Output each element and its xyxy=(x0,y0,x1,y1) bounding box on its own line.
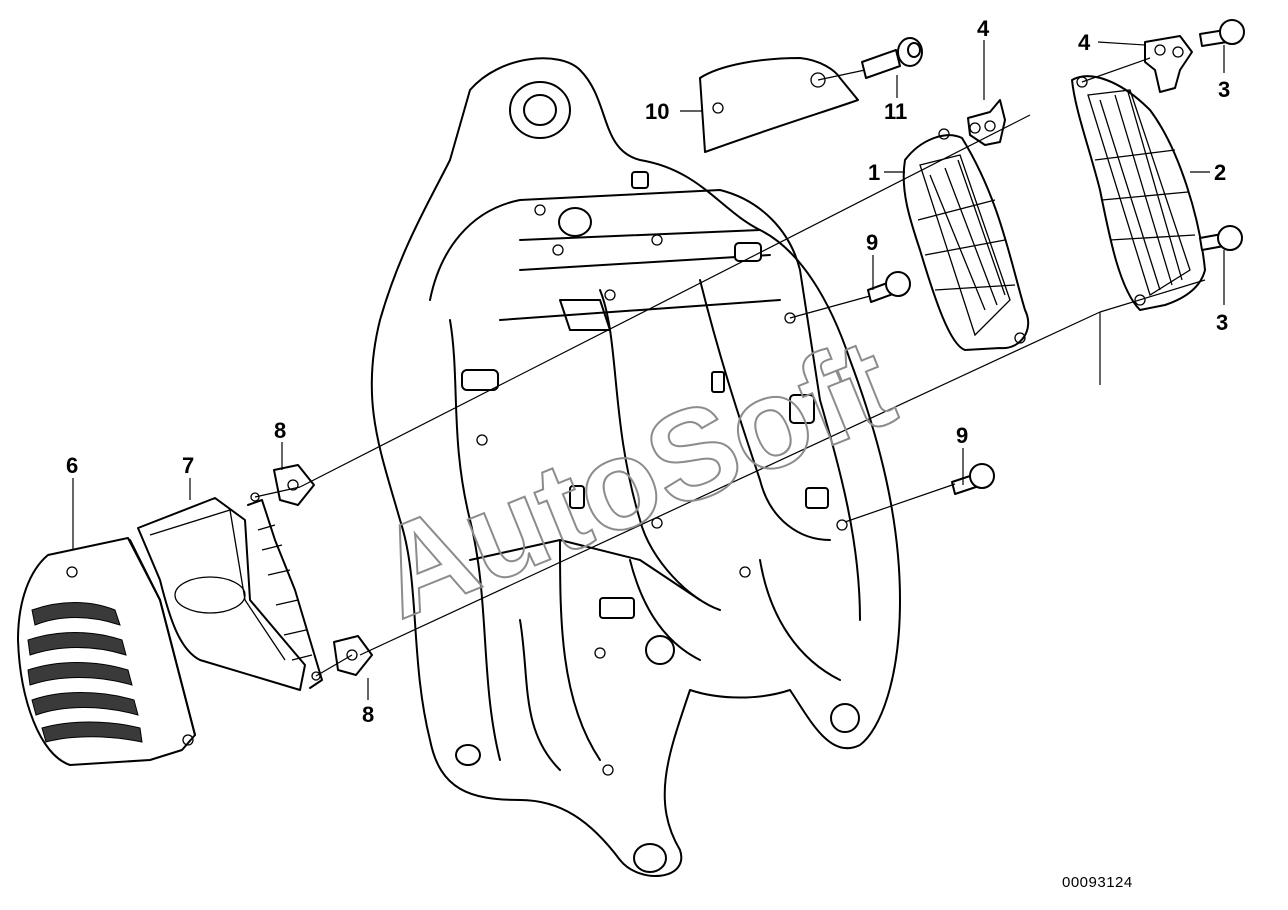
part-2-grille-right xyxy=(1071,75,1206,311)
callout-4-right: 4 xyxy=(1078,30,1091,55)
part-1-grille-left xyxy=(902,128,1030,351)
part-3-bolt-upper xyxy=(1199,19,1245,47)
callout-7: 7 xyxy=(182,453,194,478)
part-11-screw xyxy=(861,37,923,79)
callout-6: 6 xyxy=(66,453,78,478)
callout-8-lower: 8 xyxy=(362,702,374,727)
callout-10: 10 xyxy=(645,99,669,124)
part-8-clip-upper xyxy=(273,464,315,506)
callout-2: 2 xyxy=(1214,160,1226,185)
callout-9-lower: 9 xyxy=(956,423,968,448)
callout-8-upper: 8 xyxy=(274,418,286,443)
part-9-screw-lower xyxy=(951,463,995,495)
part-4-bracket-upper-right xyxy=(1144,35,1193,93)
part-6-vent-grille xyxy=(17,537,196,766)
part-8-clip-lower xyxy=(333,635,373,676)
callout-leaders xyxy=(72,40,1225,700)
part-9-screw-upper xyxy=(867,271,911,303)
part-10-cover-plate xyxy=(699,57,859,153)
assembly-lines xyxy=(254,57,1206,677)
callout-9-upper: 9 xyxy=(866,230,878,255)
diagram-reference-number: 00093124 xyxy=(1062,874,1133,891)
callout-3-upper: 3 xyxy=(1218,77,1230,102)
callout-1: 1 xyxy=(868,160,880,185)
callout-11: 11 xyxy=(884,99,907,124)
part-4-bracket-middle xyxy=(967,99,1006,146)
callout-numbers: 10 11 4 4 3 1 2 3 9 9 8 8 7 6 xyxy=(66,16,1230,727)
main-frame xyxy=(370,57,901,877)
callout-4-upper: 4 xyxy=(977,16,990,41)
callout-3-lower: 3 xyxy=(1216,310,1228,335)
part-3-bolt-lower xyxy=(1199,225,1243,251)
part-7-air-duct xyxy=(137,492,323,691)
